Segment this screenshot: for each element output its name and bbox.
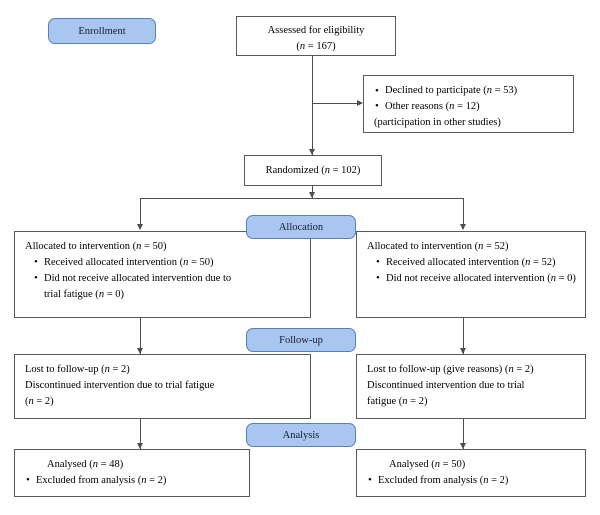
- arrowhead-to-excluded: [357, 99, 363, 106]
- arrowhead-alloc-right: [459, 224, 466, 230]
- arrowhead-analysis-left: [136, 443, 143, 449]
- box-analysis-right: Analysed (n = 50) Excluded from analysis…: [356, 449, 586, 497]
- excluded-item-1: Declined to participate (n = 53): [374, 83, 563, 100]
- arrowhead-follow-left: [136, 348, 143, 354]
- stage-banner-followup: Follow-up: [246, 328, 356, 352]
- arrowhead-randomized-center: [308, 192, 315, 198]
- analysis-left-item-1: Excluded from analysis (n = 2): [25, 472, 239, 489]
- analysis-left-line-1: Analysed (n = 48): [47, 459, 124, 470]
- connector-alloc-left-to-follow-left: [140, 318, 141, 354]
- excluded-item-2: Other reasons (n = 12): [374, 98, 563, 115]
- assessed-line-1: Assessed for eligibility: [267, 25, 365, 36]
- alloc-right-item-1: Received allocated intervention (n = 52): [375, 254, 575, 271]
- box-randomized: Randomized (n = 102): [244, 155, 382, 186]
- stage-banner-allocation: Allocation: [246, 215, 356, 239]
- alloc-left-item-1: Received allocated intervention (n = 50): [33, 254, 300, 271]
- box-followup-left: Lost to follow-up (n = 2) Discontinued i…: [14, 354, 311, 419]
- alloc-right-item-2: Did not receive allocated intervention (…: [375, 270, 576, 287]
- stage-label-analysis: Analysis: [282, 429, 320, 441]
- alloc-left-title: Allocated to intervention (n = 50): [25, 241, 167, 252]
- connector-assessed-to-randomized: [312, 55, 313, 155]
- connector-to-excluded: [312, 103, 359, 104]
- box-allocation-right: Allocated to intervention (n = 52) Recei…: [356, 231, 586, 318]
- follow-left-line-2: Discontinued intervention due to trial f…: [25, 379, 215, 391]
- connector-follow-right-to-analysis-right: [463, 419, 464, 449]
- alloc-right-title: Allocated to intervention (n = 52): [367, 241, 509, 252]
- randomized-line: Randomized (n = 102): [265, 164, 361, 176]
- stage-label-allocation: Allocation: [278, 221, 324, 233]
- box-assessed-for-eligibility: Assessed for eligibility (n = 167): [236, 16, 396, 56]
- assessed-line-2: (n = 167): [296, 40, 336, 52]
- stage-banner-analysis: Analysis: [246, 423, 356, 447]
- arrowhead-follow-right: [459, 348, 466, 354]
- stage-label-followup: Follow-up: [279, 334, 323, 346]
- connector-follow-left-to-analysis-left: [140, 419, 141, 449]
- alloc-left-item-2: Did not receive allocated intervention d…: [33, 270, 300, 287]
- arrowhead-alloc-left: [136, 224, 143, 230]
- follow-right-line-2: Discontinued intervention due to trial: [367, 379, 525, 391]
- connector-split-horizontal: [140, 198, 464, 199]
- follow-left-line-3: (n = 2): [25, 395, 54, 407]
- stage-label-enrollment: Enrollment: [78, 25, 126, 37]
- arrowhead-to-randomized: [308, 149, 315, 155]
- connector-split-right: [463, 198, 464, 229]
- box-excluded-reasons: Declined to participate (n = 53) Other r…: [363, 75, 574, 133]
- follow-left-line-1: Lost to follow-up (n = 2): [25, 364, 130, 375]
- excluded-item-3: (participation in other studies): [374, 116, 501, 128]
- follow-right-line-3: fatigue (n = 2): [367, 395, 428, 407]
- alloc-left-item-2-cont: trial fatigue (n = 0): [44, 288, 124, 300]
- analysis-right-item-1: Excluded from analysis (n = 2): [367, 472, 575, 489]
- connector-alloc-right-to-follow-right: [463, 318, 464, 354]
- arrowhead-analysis-right: [459, 443, 466, 449]
- box-allocation-left: Allocated to intervention (n = 50) Recei…: [14, 231, 311, 318]
- analysis-right-line-1: Analysed (n = 50): [389, 459, 466, 470]
- box-analysis-left: Analysed (n = 48) Excluded from analysis…: [14, 449, 250, 497]
- box-followup-right: Lost to follow-up (give reasons) (n = 2)…: [356, 354, 586, 419]
- connector-split-left: [140, 198, 141, 229]
- follow-right-line-1: Lost to follow-up (give reasons) (n = 2): [367, 364, 534, 375]
- stage-banner-enrollment: Enrollment: [48, 18, 156, 44]
